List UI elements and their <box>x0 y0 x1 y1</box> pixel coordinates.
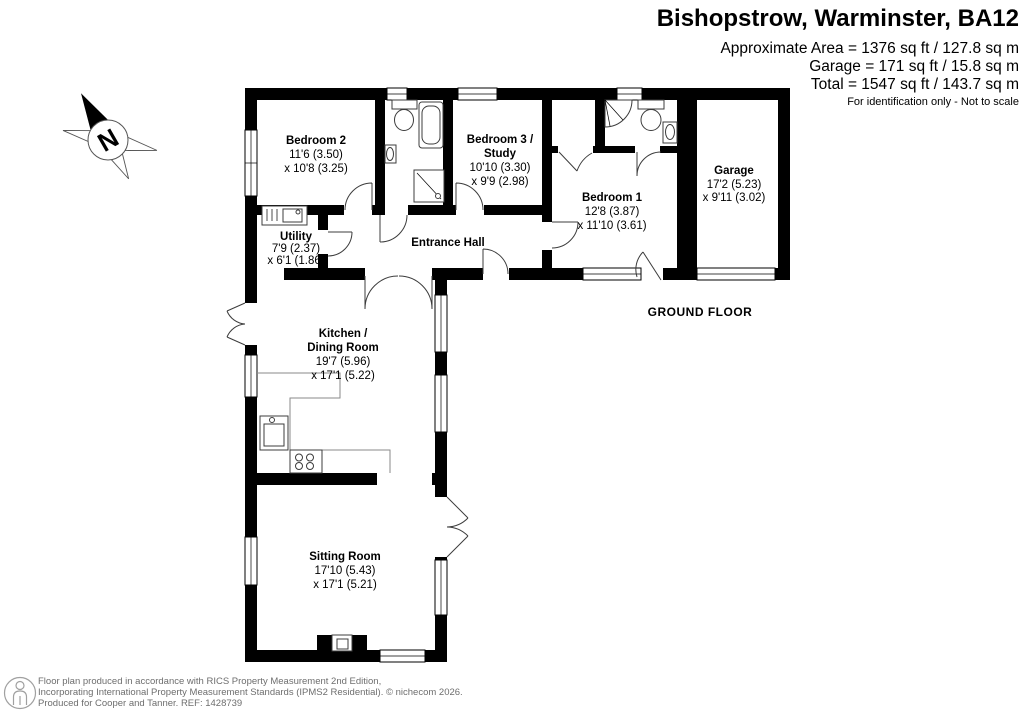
garage-area-line: Garage = 171 sq ft / 15.8 sq m <box>809 58 1019 75</box>
scale-disclaimer: For identification only - Not to scale <box>847 96 1019 108</box>
bedroom1-door-arc <box>551 221 579 249</box>
shower-icon <box>413 169 445 203</box>
room-labels: Bedroom 2 11'6 (3.50) x 10'8 (3.25) Bedr… <box>267 134 765 591</box>
svg-text:Dining Room: Dining Room <box>307 342 379 354</box>
svg-text:Garage: Garage <box>714 165 754 177</box>
svg-text:Utility: Utility <box>280 231 313 243</box>
cupboard-door <box>558 151 593 172</box>
window <box>244 536 258 586</box>
room-label-bedroom1: Bedroom 1 12'8 (3.87) x 11'10 (3.61) <box>577 192 646 232</box>
svg-text:19'7 (5.96): 19'7 (5.96) <box>316 356 371 368</box>
floor-label: GROUND FLOOR <box>648 305 753 319</box>
window <box>616 87 643 101</box>
room-label-utility: Utility 7'9 (2.37) x 6'1 (1.86) <box>267 231 324 267</box>
svg-text:x 10'8 (3.25): x 10'8 (3.25) <box>284 163 348 175</box>
compass-rose: N <box>62 93 158 180</box>
room-label-bedroom2: Bedroom 2 11'6 (3.50) x 10'8 (3.25) <box>284 135 348 175</box>
header: Bishopstrow, Warminster, BA12 Approximat… <box>657 5 1019 108</box>
svg-text:Study: Study <box>484 148 517 160</box>
window <box>582 267 642 281</box>
svg-text:10'10 (3.30): 10'10 (3.30) <box>469 162 530 174</box>
garden-double-door-arcs <box>226 302 246 346</box>
svg-text:12'8 (3.87): 12'8 (3.87) <box>585 206 640 218</box>
ensuite-basin-icon <box>662 121 678 144</box>
svg-text:x 6'1 (1.86): x 6'1 (1.86) <box>267 255 324 267</box>
window <box>434 374 448 433</box>
footer-line1: Floor plan produced in accordance with R… <box>38 676 381 687</box>
window <box>434 294 448 353</box>
french-door-arcs <box>446 496 469 558</box>
window <box>244 354 258 398</box>
svg-text:x 17'1 (5.22): x 17'1 (5.22) <box>311 370 375 382</box>
svg-text:Bedroom 3 /: Bedroom 3 / <box>467 134 534 146</box>
room-label-entrance-hall: Entrance Hall <box>411 237 485 249</box>
exterior-walls <box>245 88 790 662</box>
window <box>434 559 448 616</box>
rear-door <box>635 251 662 281</box>
window <box>244 129 258 197</box>
bedroom3-door-arc <box>455 182 484 211</box>
room-label-sitting-room: Sitting Room 17'10 (5.43) x 17'1 (5.21) <box>309 551 381 591</box>
ensuite-door-arc <box>636 151 662 177</box>
room-label-garage: Garage 17'2 (5.23) x 9'11 (3.02) <box>703 165 766 204</box>
kitchen-counter <box>257 372 391 473</box>
total-area-line: Total = 1547 sq ft / 143.7 sq m <box>811 76 1019 93</box>
approx-area-line: Approximate Area = 1376 sq ft / 127.8 sq… <box>720 40 1019 57</box>
toilet-icon <box>391 99 418 131</box>
window <box>379 649 426 663</box>
bathroom-door-arc <box>379 214 408 243</box>
doors <box>226 151 662 558</box>
svg-text:x 9'9 (2.98): x 9'9 (2.98) <box>471 176 528 188</box>
person-logo-icon <box>3 676 37 710</box>
room-label-bedroom3-study: Bedroom 3 / Study 10'10 (3.30) x 9'9 (2.… <box>467 134 534 188</box>
garage-door <box>696 267 776 281</box>
utility-sink-icon <box>261 205 308 226</box>
bath-icon <box>418 101 444 149</box>
compass-circle <box>87 119 129 161</box>
kitchen-sink-icon <box>259 415 289 451</box>
svg-text:Bedroom 2: Bedroom 2 <box>286 135 346 147</box>
svg-text:x 17'1 (5.21): x 17'1 (5.21) <box>313 579 377 591</box>
fireplace-icon <box>331 634 353 652</box>
svg-text:7'9 (2.37): 7'9 (2.37) <box>272 243 320 255</box>
page-title: Bishopstrow, Warminster, BA12 <box>657 5 1019 32</box>
svg-text:11'6 (3.50): 11'6 (3.50) <box>289 149 343 161</box>
interior-walls <box>245 98 677 651</box>
basin-icon <box>384 144 397 164</box>
footer: Floor plan produced in accordance with R… <box>3 676 463 710</box>
footer-line2: Incorporating International Property Mea… <box>38 687 463 698</box>
svg-text:Kitchen /: Kitchen / <box>319 328 368 340</box>
window <box>457 87 498 101</box>
window <box>386 87 408 101</box>
ensuite-toilet-icon <box>637 99 665 131</box>
svg-text:17'2 (5.23): 17'2 (5.23) <box>707 179 762 191</box>
svg-text:x 9'11 (3.02): x 9'11 (3.02) <box>703 192 766 204</box>
room-label-kitchen-dining: Kitchen / Dining Room 19'7 (5.96) x 17'1… <box>307 328 379 382</box>
front-door-arc <box>482 248 509 275</box>
corner-shower-icon <box>604 99 633 128</box>
svg-text:17'10 (5.43): 17'10 (5.43) <box>314 565 375 577</box>
fixtures <box>257 99 678 652</box>
footer-line3: Produced for Cooper and Tanner. REF: 142… <box>38 698 242 709</box>
svg-text:x 11'10 (3.61): x 11'10 (3.61) <box>577 220 646 232</box>
utility-door-arc <box>327 231 353 257</box>
kitchen-double-door-arcs <box>364 275 433 310</box>
svg-text:Sitting Room: Sitting Room <box>309 551 381 563</box>
bedroom2-door-arc <box>344 182 373 211</box>
svg-text:Entrance Hall: Entrance Hall <box>411 237 485 249</box>
hob-icon <box>289 449 323 474</box>
svg-text:Bedroom 1: Bedroom 1 <box>582 192 643 204</box>
